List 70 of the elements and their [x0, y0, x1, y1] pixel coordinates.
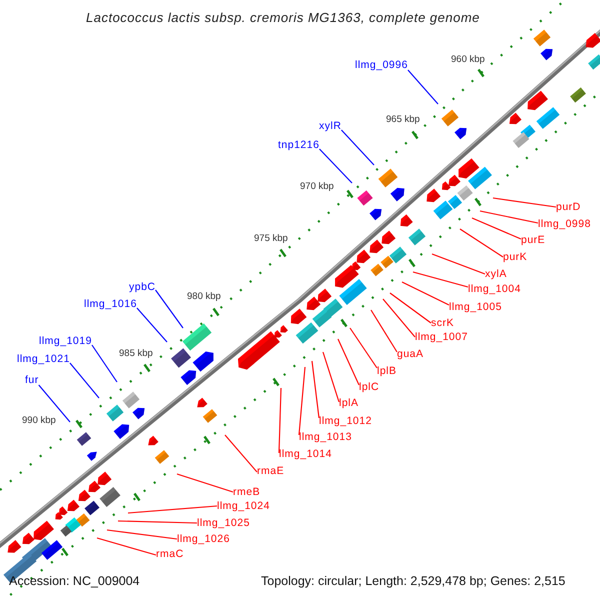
- gene-label: llmg_1014: [279, 447, 332, 461]
- leader-line: [278, 388, 282, 454]
- gene-label: llmg_1004: [468, 282, 521, 296]
- leader-line: [382, 298, 416, 338]
- gene-label: rmeB: [233, 485, 260, 499]
- leader-line: [92, 344, 118, 382]
- gene-label: ypbC: [129, 280, 156, 294]
- genome-summary: Topology: circular; Length: 2,529,478 bp; Genes: 2,515: [261, 574, 566, 588]
- gene-label: tnp1216: [278, 138, 320, 152]
- leader-line: [412, 271, 468, 288]
- scale-label: 980 kbp: [187, 290, 221, 304]
- gene-label: llmg_0996: [355, 58, 408, 72]
- leader-line: [480, 210, 538, 224]
- scale-label: 985 kbp: [119, 347, 153, 361]
- gene-label: lplC: [359, 380, 380, 394]
- leader-line: [118, 520, 198, 524]
- gene-label: lplA: [339, 396, 359, 410]
- gene-label: llmg_1019: [39, 334, 92, 348]
- leader-line: [176, 473, 234, 493]
- leader-line: [96, 537, 156, 556]
- leader-line: [224, 434, 258, 472]
- gene-label: xylR: [319, 119, 342, 133]
- accession-label: Accession: NC_009004: [9, 574, 140, 588]
- leader-line: [390, 292, 432, 324]
- leader-line: [128, 505, 218, 514]
- gene-label: llmg_1005: [449, 300, 502, 314]
- leader-line: [70, 362, 100, 398]
- leader-line: [370, 310, 398, 352]
- gene-label: llmg_1025: [197, 516, 250, 530]
- leader-line: [106, 529, 178, 540]
- scale-label: 990 kbp: [22, 414, 56, 428]
- gene-label: xylA: [485, 267, 507, 281]
- gene-label: purK: [503, 250, 528, 264]
- leader-line: [38, 384, 70, 422]
- gene-label: purE: [521, 233, 546, 247]
- leader-line: [338, 338, 360, 386]
- gene-label: fur: [25, 373, 39, 387]
- gene-label: llmg_1021: [17, 352, 70, 366]
- gene-label: llmg_1016: [84, 297, 137, 311]
- leader-line: [341, 130, 374, 166]
- leader-line: [350, 328, 378, 368]
- leader-line: [322, 352, 340, 402]
- scale-label: 965 kbp: [386, 113, 420, 127]
- gene-label: guaA: [397, 347, 424, 361]
- leader-line: [472, 218, 522, 240]
- leader-line: [311, 360, 320, 418]
- leader-line: [319, 148, 352, 184]
- leader-line: [402, 282, 450, 306]
- leader-line: [155, 290, 184, 328]
- leader-line: [298, 366, 306, 436]
- gene-label: llmg_0998: [538, 217, 591, 231]
- gene-label: llmg_1013: [299, 430, 352, 444]
- gene-label: llmg_1007: [415, 330, 468, 344]
- leader-line: [460, 228, 504, 258]
- leader-line: [408, 70, 438, 104]
- gene-label: rmaE: [257, 464, 284, 478]
- gene-label: purD: [556, 200, 581, 214]
- gene-label: llmg_1024: [217, 499, 270, 513]
- title: Lactococcus lactis subsp. cremoris MG1363, complete genome: [86, 11, 480, 25]
- gene-label: llmg_1012: [319, 414, 372, 428]
- leader-line: [492, 197, 556, 208]
- scale-label: 970 kbp: [300, 180, 334, 194]
- scale-label: 975 kbp: [254, 232, 288, 246]
- gene-label: lplB: [377, 364, 397, 378]
- gene-label: llmg_1026: [177, 532, 230, 546]
- gene-label: rmaC: [156, 547, 184, 561]
- leader-line: [432, 253, 486, 275]
- gene-label: scrK: [431, 316, 454, 330]
- scale-label: 960 kbp: [451, 53, 485, 67]
- leader-line: [136, 308, 168, 342]
